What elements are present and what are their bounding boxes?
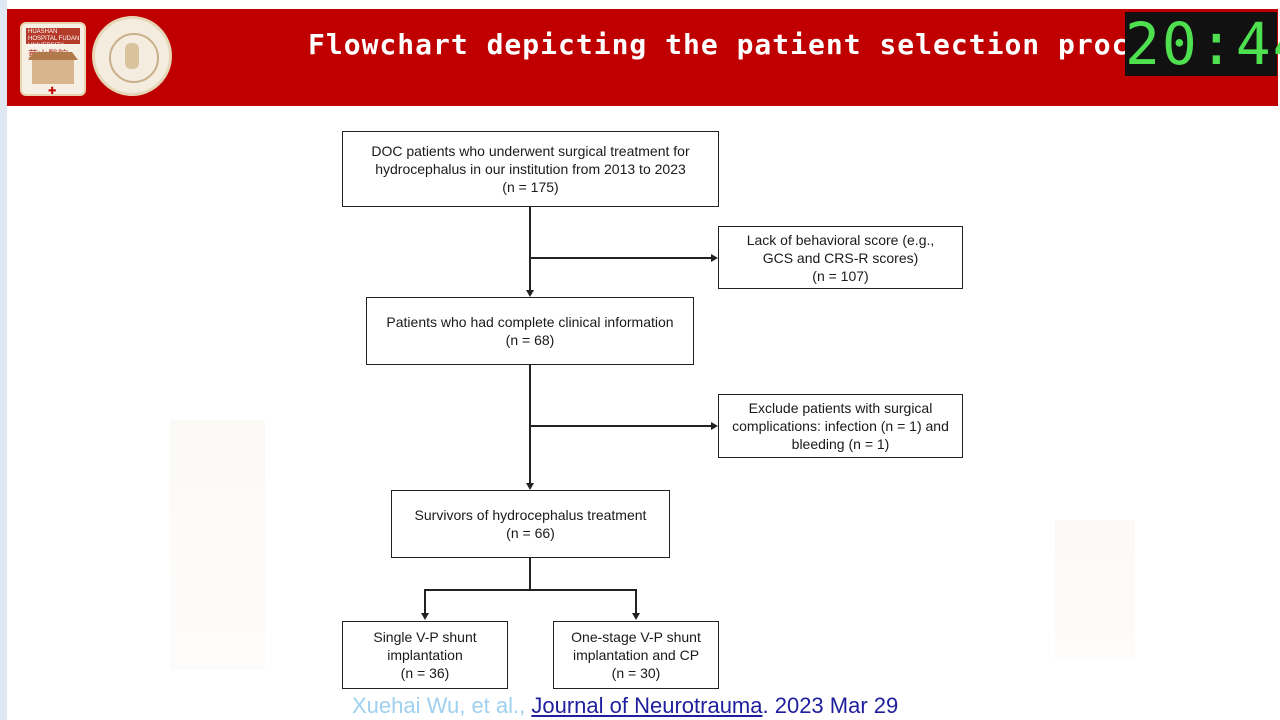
seal-emblem-icon: [109, 33, 159, 83]
flow-box-single-shunt: Single V-P shunt implantation (n = 36): [342, 621, 508, 689]
connector-line: [530, 425, 712, 427]
flow-box-survivors: Survivors of hydrocephalus treatment (n …: [391, 490, 670, 558]
flow-box-exclusion-complications: Exclude patients with surgical complicat…: [718, 394, 963, 458]
flow-box-line: Lack of behavioral score (e.g.,: [746, 231, 935, 248]
flow-box-line: DOC patients who underwent surgical trea…: [371, 143, 690, 159]
flow-box-initial-cohort: DOC patients who underwent surgical trea…: [342, 131, 719, 207]
background-decoration-right: [1055, 520, 1135, 660]
arrow-down-icon: [526, 483, 534, 490]
flow-box-line: (n = 36): [400, 665, 450, 681]
flow-box-one-stage-shunt-cp: One-stage V-P shunt implantation and CP …: [553, 621, 719, 689]
flow-box-line: (n = 107): [812, 267, 869, 284]
building-icon: [28, 52, 78, 84]
slide-title: Flowchart depicting the patient selectio…: [308, 28, 1219, 61]
flow-box-line: hydrocephalus in our institution from 20…: [375, 161, 686, 177]
arrow-down-icon: [632, 613, 640, 620]
flow-box-line: implantation and CP: [572, 647, 700, 663]
arrow-down-icon: [421, 613, 429, 620]
connector-line: [635, 589, 637, 614]
arrow-down-icon: [526, 290, 534, 297]
flow-box-line: Survivors of hydrocephalus treatment: [414, 507, 647, 523]
flow-box-line: complications: infection (n = 1) and: [732, 418, 949, 434]
logo-text-top: HUASHAN HOSPITAL FUDAN UNIVERSITY: [28, 29, 80, 49]
flow-box-line: Patients who had complete clinical infor…: [386, 314, 674, 330]
connector-line: [529, 365, 531, 484]
flow-box-line: implantation: [387, 647, 463, 663]
flow-box-line: One-stage V-P shunt: [571, 629, 701, 645]
digital-clock: 20:44: [1125, 12, 1280, 76]
flow-box-line: (n = 66): [506, 525, 555, 541]
flow-box-line: (n = 68): [505, 332, 555, 348]
citation-journal-link[interactable]: Journal of Neurotrauma: [531, 693, 763, 718]
arrow-right-icon: [711, 254, 718, 262]
flow-box-line: (n = 30): [611, 665, 661, 681]
citation-authors: Xuehai Wu, et al.,: [352, 693, 526, 718]
connector-line: [529, 558, 531, 589]
flow-box-line: Exclude patients with surgical: [748, 400, 933, 416]
slide-header-bar: [7, 9, 1278, 106]
arrow-right-icon: [711, 422, 718, 430]
left-border-strip: [0, 0, 7, 720]
flow-box-line: Single V-P shunt: [373, 629, 477, 645]
connector-line: [530, 257, 712, 259]
citation: Xuehai Wu, et al., Journal of Neurotraum…: [352, 693, 898, 719]
cross-icon: ✚: [48, 86, 57, 97]
flow-box-line: bleeding (n = 1): [791, 436, 890, 452]
citation-date: . 2023 Mar 29: [762, 693, 899, 718]
flow-box-complete-info: Patients who had complete clinical infor…: [366, 297, 694, 365]
flow-box-line: GCS and CRS-R scores): [762, 249, 919, 266]
hospital-logo: HUASHAN HOSPITAL FUDAN UNIVERSITY 華山醫院 ✚: [20, 22, 86, 97]
flow-box-exclusion-behavioral: Lack of behavioral score (e.g., GCS and …: [718, 226, 963, 289]
department-seal-logo: [92, 16, 172, 96]
connector-line: [529, 207, 531, 291]
flow-box-line: (n = 175): [502, 179, 559, 195]
connector-line: [425, 589, 637, 591]
connector-line: [424, 589, 426, 614]
background-decoration-left: [170, 420, 265, 670]
